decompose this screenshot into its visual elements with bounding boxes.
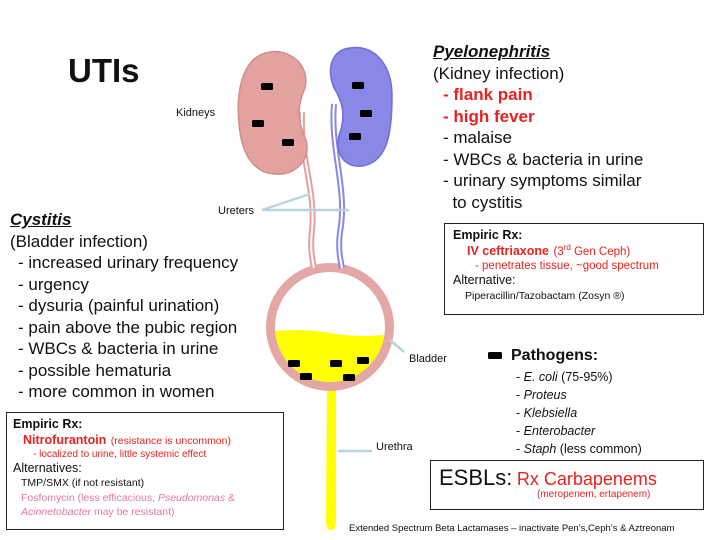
symptom-item: - urinary symptoms similar — [443, 171, 642, 190]
symptom-item: - pain above the pubic region — [18, 317, 238, 337]
urethra-tube — [326, 388, 336, 530]
rx-note: - localized to urine, little systemic ef… — [33, 449, 207, 460]
bladder-label: Bladder — [409, 353, 447, 365]
bacteria-marker — [357, 357, 369, 364]
rx-drug: Nitrofurantoin — [23, 433, 107, 447]
symptom-item: - malaise — [443, 128, 512, 147]
esbl-box: ESBLs: Rx Carbapenems (meropenem, ertape… — [430, 460, 704, 510]
symptom-item: - possible hematuria — [18, 360, 172, 380]
bacteria-marker — [261, 83, 273, 90]
bacteria-marker — [343, 374, 355, 381]
esbl-label: ESBLs: — [439, 465, 513, 490]
rx-alt-heading: Alternative: — [453, 273, 516, 287]
bacteria-marker — [252, 120, 264, 127]
rx-alternative: Piperacillin/Tazobactam (Zosyn ®) — [465, 290, 625, 302]
symptom-item: - high fever — [443, 106, 535, 126]
esbl-sub: (meropenem, ertapenem) — [537, 489, 651, 500]
rx-alternative: Fosfomycin (less efficacious, Pseudomona… — [21, 492, 235, 518]
pathogens-section: Pathogens: — [511, 347, 598, 365]
ureters-label: Ureters — [218, 205, 255, 217]
pathogen-item: - Klebsiella — [516, 406, 578, 420]
pathogen-item: - Enterobacter — [516, 424, 596, 438]
cystitis-subtitle: (Bladder infection) — [10, 232, 148, 251]
rx-drug-note: (3rd Gen Ceph) — [553, 243, 631, 258]
pathogens-list: - E. coli (75-95%) - Proteus - Klebsiell… — [516, 368, 642, 458]
rx-alternative: TMP/SMX (if not resistant) — [21, 477, 145, 489]
symptom-item: - dysuria (painful urination) — [18, 296, 220, 315]
symptom-item: - increased urinary frequency — [18, 253, 239, 272]
esbl-rx: Rx Carbapenems — [516, 469, 657, 489]
urethra-label: Urethra — [376, 441, 413, 453]
symptom-item: - WBCs & bacteria in urine — [18, 339, 219, 358]
pyelonephritis-rx-box: Empiric Rx: IV ceftriaxone (3rd Gen Ceph… — [444, 223, 704, 315]
symptom-item: - flank pain — [443, 85, 533, 104]
rx-heading: Empiric Rx: — [13, 417, 83, 431]
pathogen-item: - Proteus — [516, 388, 567, 402]
bacteria-marker — [288, 360, 300, 367]
footnote: Extended Spectrum Beta Lactamases – inac… — [349, 523, 675, 534]
right-kidney — [329, 46, 393, 167]
left-kidney — [237, 50, 308, 175]
bacteria-marker — [282, 139, 294, 146]
symptom-item: - more common in women — [18, 382, 215, 401]
bladder-pointer — [389, 339, 405, 353]
pyelonephritis-heading: Pyelonephritis — [433, 42, 551, 61]
cystitis-section: Cystitis (Bladder infection) - increased… — [10, 210, 238, 403]
pyelonephritis-subtitle: (Kidney infection) — [433, 64, 565, 83]
cystitis-heading: Cystitis — [10, 210, 72, 229]
bacteria-marker — [349, 133, 361, 140]
pathogens-marker-icon — [488, 352, 502, 359]
bacteria-marker — [330, 360, 342, 367]
kidneys-label: Kidneys — [176, 107, 216, 119]
symptom-item: to cystitis — [443, 192, 523, 212]
cystitis-rx-box: Empiric Rx: Nitrofurantoin (resistance i… — [6, 412, 284, 530]
bacteria-marker — [360, 110, 372, 117]
symptom-item: - WBCs & bacteria in urine — [443, 149, 644, 169]
ureters-pointer — [261, 192, 311, 212]
bacteria-marker — [352, 82, 364, 89]
rx-alt-heading: Alternatives: — [13, 461, 82, 475]
rx-heading: Empiric Rx: — [453, 228, 523, 242]
pathogen-item: - E. coli (75-95%) — [516, 370, 613, 384]
rx-note: - penetrates tissue, ~good spectrum — [475, 260, 659, 272]
pyelonephritis-section: Pyelonephritis (Kidney infection) - flan… — [433, 42, 643, 213]
pathogens-heading: Pathogens: — [511, 347, 599, 364]
rx-drug: IV ceftriaxone — [467, 244, 549, 258]
pathogen-item: - Staph (less common) — [516, 442, 642, 456]
symptom-item: - urgency — [18, 274, 89, 294]
bacteria-marker — [300, 373, 312, 380]
page-title: UTIs — [68, 52, 140, 89]
rx-drug-note: (resistance is uncommon) — [110, 435, 231, 447]
